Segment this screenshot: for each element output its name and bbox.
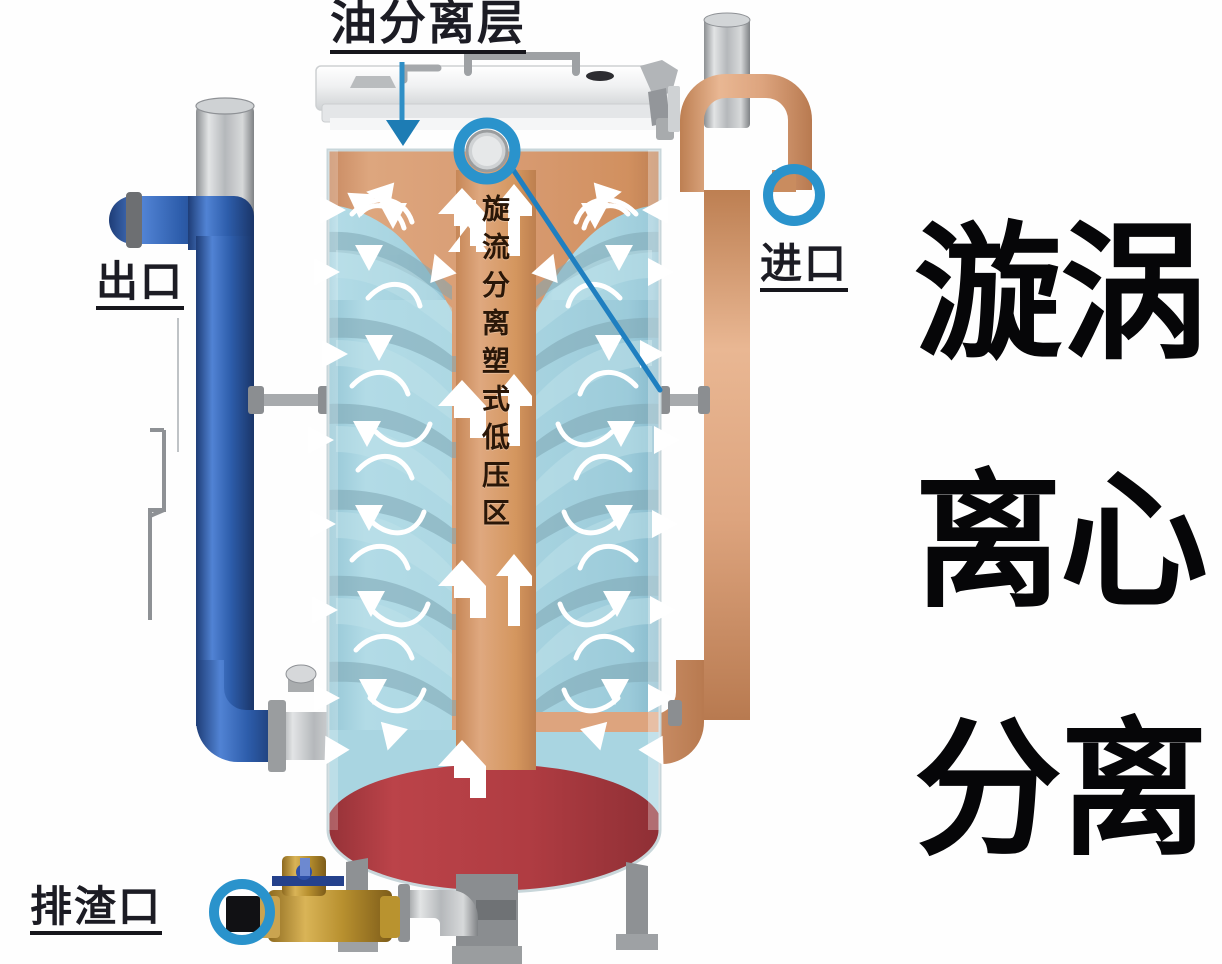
blue-ring-marker-gauge xyxy=(453,117,521,185)
callout-oil-layer: 油分离层 xyxy=(330,0,526,54)
outlet-pipe-assembly xyxy=(109,97,359,772)
swirl-arrowheads-left xyxy=(308,182,457,766)
headline-line-1: 漩涡 xyxy=(914,208,1208,380)
blue-ring-marker-slag[interactable] xyxy=(209,879,275,945)
headline-block: 漩涡 离心 分离 xyxy=(905,170,1215,914)
flow-arrows xyxy=(438,184,532,798)
left-connector-tube xyxy=(248,386,332,414)
callout-outlet-text: 出口 xyxy=(96,261,185,310)
callout-slag-port: 排渣口 xyxy=(30,886,163,935)
gauge-marker-assembly[interactable] xyxy=(453,117,663,393)
leader-line-icon xyxy=(509,165,663,393)
swirl-arrowheads-right xyxy=(531,182,680,766)
callout-inlet-text: 进口 xyxy=(760,243,849,292)
callout-slag-port-text: 排渣口 xyxy=(30,886,163,935)
riser-zone-label: 旋流分离塑式低压区 xyxy=(478,194,511,536)
headline-line-2: 离心 xyxy=(914,456,1208,628)
blue-ring-marker-inlet[interactable] xyxy=(763,164,825,226)
callout-oil-layer-text: 油分离层 xyxy=(330,0,526,54)
oil-layer-pointer xyxy=(386,62,420,146)
callout-inlet: 进口 xyxy=(760,243,849,292)
swirl-curved-arrows-right xyxy=(555,197,639,714)
headline-line-3: 分离 xyxy=(914,704,1208,876)
callout-outlet: 出口 xyxy=(96,261,185,310)
